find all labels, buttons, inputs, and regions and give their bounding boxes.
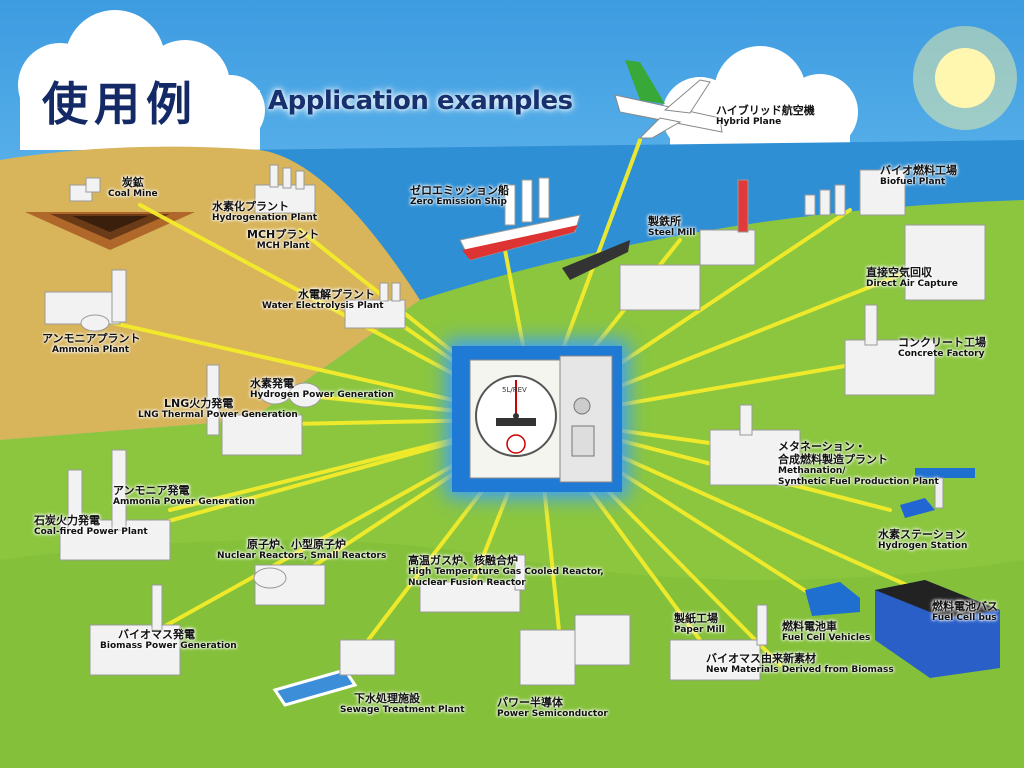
page-title-japanese: 使用例 (42, 77, 198, 131)
water-electrolysis-building (344, 299, 406, 329)
sewage-building (339, 639, 396, 676)
fuel-cell-bus-icon (875, 580, 1000, 678)
concrete-factory-building (844, 339, 936, 396)
fuel-cell-vehicle-icon (805, 582, 860, 616)
methanation-building (709, 429, 801, 486)
biomass-power-building (89, 624, 181, 676)
gas-meter-instrument: 5L/REV (452, 346, 622, 492)
coal-mine-pit (25, 212, 195, 250)
htgr-building (419, 581, 521, 613)
steel-mill-building (619, 264, 701, 311)
page-title-english: Application examples (268, 86, 573, 116)
sewage-pool (272, 668, 358, 707)
semiconductor-building (519, 629, 576, 686)
biofuel-building (859, 169, 906, 216)
paper-mill-building (669, 639, 761, 681)
cargo-ship (562, 240, 630, 280)
sea (230, 140, 1024, 300)
sun-icon (935, 48, 995, 108)
airplane-icon (614, 60, 723, 139)
meter-dial-text: 5L/REV (502, 386, 527, 394)
cloud-left (18, 10, 265, 150)
hydrogen-power-building (221, 414, 303, 456)
zero-emission-ship (459, 177, 581, 261)
direct-air-capture-unit (904, 224, 986, 301)
hydrogen-station (900, 468, 975, 518)
